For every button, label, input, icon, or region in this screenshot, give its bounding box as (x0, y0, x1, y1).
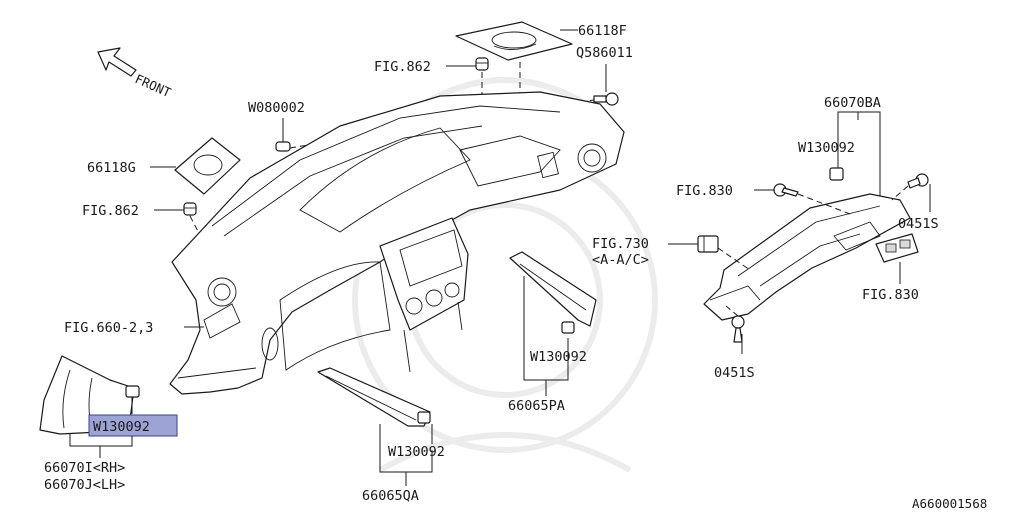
clip-icon[interactable] (183, 202, 197, 216)
clip-icon[interactable] (475, 57, 489, 71)
right-knee-panel[interactable] (703, 193, 911, 321)
callout-fig730[interactable]: FIG.730 (592, 236, 649, 252)
callout-66118G[interactable]: 66118G (87, 160, 136, 176)
callout-Q586011[interactable]: Q586011 (576, 45, 633, 61)
callout-66118F[interactable]: 66118F (578, 23, 627, 39)
bolt-icon[interactable] (907, 173, 929, 189)
callout-0451S-bottom[interactable]: 0451S (714, 365, 755, 381)
callout-W130092-left[interactable]: W130092 (93, 419, 150, 435)
callout-66070I[interactable]: 66070I<RH> (44, 460, 125, 476)
callout-fig830-bottom[interactable]: FIG.830 (862, 287, 919, 303)
instrument-panel[interactable] (169, 91, 625, 395)
clip-icon[interactable] (125, 385, 140, 398)
callout-66070BA[interactable]: 66070BA (824, 95, 881, 111)
connector-fig730[interactable] (697, 235, 719, 253)
callout-fig660[interactable]: FIG.660-2,3 (64, 320, 153, 336)
callout-W130092-center[interactable]: W130092 (530, 349, 587, 365)
callout-66065PA[interactable]: 66065PA (508, 398, 565, 414)
callout-fig730-sub[interactable]: <A-A/C> (592, 252, 649, 268)
front-arrow-icon (97, 47, 137, 77)
center-trim-panel-pa[interactable] (509, 251, 597, 327)
left-speaker-cover[interactable] (174, 137, 241, 195)
diagram-id: A660001568 (912, 496, 987, 511)
callout-66070J[interactable]: 66070J<LH> (44, 477, 125, 493)
callout-fig862-top[interactable]: FIG.862 (374, 59, 431, 75)
front-label: FRONT (133, 71, 174, 100)
callout-W130092-bottom[interactable]: W130092 (388, 444, 445, 460)
clip-icon[interactable] (417, 411, 431, 424)
callout-fig862-left[interactable]: FIG.862 (82, 203, 139, 219)
bolt-icon[interactable] (773, 183, 799, 197)
bolt-icon[interactable] (593, 92, 619, 106)
callout-66065QA[interactable]: 66065QA (362, 488, 419, 504)
clip-icon[interactable] (275, 141, 291, 152)
top-speaker-cover[interactable] (455, 21, 573, 61)
bolt-icon[interactable] (731, 315, 745, 343)
highlight-box[interactable] (88, 414, 178, 437)
callout-W130092-right[interactable]: W130092 (798, 140, 855, 156)
callout-0451S-top[interactable]: 0451S (898, 216, 939, 232)
clip-icon[interactable] (561, 321, 575, 334)
callout-fig830-top[interactable]: FIG.830 (676, 183, 733, 199)
callout-W080002[interactable]: W080002 (248, 100, 305, 116)
switch-panel-fig830[interactable] (875, 233, 919, 263)
clip-icon[interactable] (829, 167, 844, 181)
